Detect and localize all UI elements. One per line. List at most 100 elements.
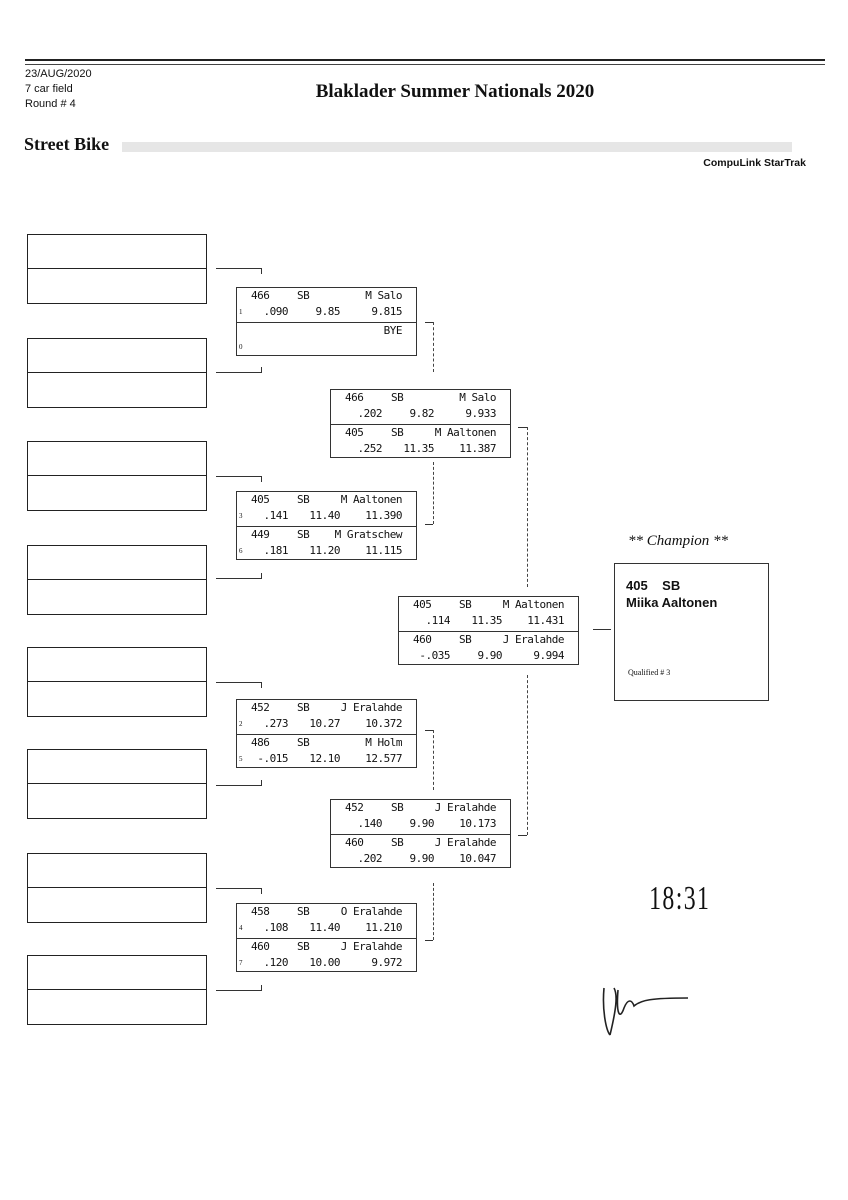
event-title: Blaklader Summer Nationals 2020	[315, 81, 595, 102]
empty-entry-box	[27, 955, 207, 1025]
car-number: 460	[251, 940, 270, 953]
reaction-time: .181	[263, 544, 289, 557]
elapsed-time: 9.972	[371, 956, 402, 969]
connector-tick	[261, 780, 262, 786]
class: SB	[297, 736, 310, 749]
seed-number: 4	[239, 924, 243, 932]
reaction-time: .120	[263, 956, 289, 969]
seed-number: 7	[239, 959, 243, 967]
dial-in: 9.90	[477, 649, 503, 662]
dashed-connector	[527, 427, 528, 587]
connector-line	[216, 990, 262, 991]
class: SB	[297, 289, 310, 302]
class: SB	[297, 701, 310, 714]
dial-in: 9.90	[409, 817, 435, 830]
top-rule	[25, 59, 825, 61]
dotted-rule	[122, 142, 792, 152]
class: SB	[391, 801, 404, 814]
dashed-connector	[433, 322, 434, 372]
elapsed-time: 9.815	[371, 305, 402, 318]
connector-line	[216, 268, 262, 269]
top-rule-thin	[25, 64, 825, 65]
class: SB	[391, 426, 404, 439]
champion-car: 405 SB	[626, 578, 680, 593]
entry-divider	[28, 887, 206, 888]
dashed-connector	[433, 883, 434, 940]
dial-in: 11.40	[309, 921, 340, 934]
connector-line	[216, 476, 262, 477]
reaction-time: .273	[263, 717, 289, 730]
class: SB	[391, 391, 404, 404]
car-number: 452	[251, 701, 270, 714]
elapsed-time: 9.933	[465, 407, 496, 420]
connector-tick	[261, 268, 262, 274]
dial-in: 10.00	[309, 956, 340, 969]
reaction-time: -.035	[419, 649, 450, 662]
connector-line	[425, 940, 433, 941]
reaction-time: .252	[357, 442, 383, 455]
reaction-time: .114	[425, 614, 451, 627]
connector-line	[216, 888, 262, 889]
driver-name: BYE	[383, 324, 403, 337]
reaction-time: -.015	[257, 752, 288, 765]
empty-entry-box	[27, 338, 207, 408]
seed-number: 2	[239, 720, 243, 728]
elapsed-time: 11.431	[527, 614, 564, 627]
entry-divider	[28, 372, 206, 373]
empty-entry-box	[27, 234, 207, 304]
dashed-connector	[433, 730, 434, 790]
driver-name: M Aaltonen	[502, 598, 565, 611]
car-number: 405	[251, 493, 270, 506]
elapsed-time: 10.047	[459, 852, 496, 865]
car-number: 405	[345, 426, 364, 439]
seed-number: 6	[239, 547, 243, 555]
elapsed-time: 11.387	[459, 442, 496, 455]
empty-entry-box	[27, 441, 207, 511]
class: SB	[297, 493, 310, 506]
lane-b: 405 SB M Aaltonen .252 11.35 11.387	[331, 424, 510, 458]
elapsed-time: 11.210	[365, 921, 402, 934]
driver-name: M Holm	[365, 736, 402, 749]
empty-entry-box	[27, 545, 207, 615]
elapsed-time: 9.994	[533, 649, 564, 662]
dial-in: 11.40	[309, 509, 340, 522]
champion-connector	[593, 629, 611, 630]
driver-name: J Eralahde	[434, 801, 497, 814]
connector-line	[425, 730, 433, 731]
champion-box: 405 SB Miika Aaltonen Qualified # 3	[614, 563, 769, 701]
field-size: 7 car field	[25, 83, 73, 95]
driver-name: M Salo	[459, 391, 496, 404]
driver-name: M Aaltonen	[340, 493, 403, 506]
driver-name: M Salo	[365, 289, 402, 302]
class: SB	[297, 528, 310, 541]
car-number: 460	[413, 633, 432, 646]
driver-name: M Gratschew	[334, 528, 403, 541]
brand-label: CompuLink StarTrak	[703, 157, 806, 169]
connector-tick	[261, 367, 262, 373]
reaction-time: .140	[357, 817, 383, 830]
connector-tick	[261, 573, 262, 579]
connector-line	[216, 578, 262, 579]
car-number: 460	[345, 836, 364, 849]
elapsed-time: 11.115	[365, 544, 402, 557]
entry-divider	[28, 783, 206, 784]
dial-in: 10.27	[309, 717, 340, 730]
elapsed-time: 11.390	[365, 509, 402, 522]
entry-divider	[28, 681, 206, 682]
driver-name: M Aaltonen	[434, 426, 497, 439]
empty-entry-box	[27, 749, 207, 819]
dial-in: 11.35	[403, 442, 434, 455]
connector-tick	[261, 682, 262, 688]
class: SB	[297, 905, 310, 918]
dashed-connector	[527, 675, 528, 835]
